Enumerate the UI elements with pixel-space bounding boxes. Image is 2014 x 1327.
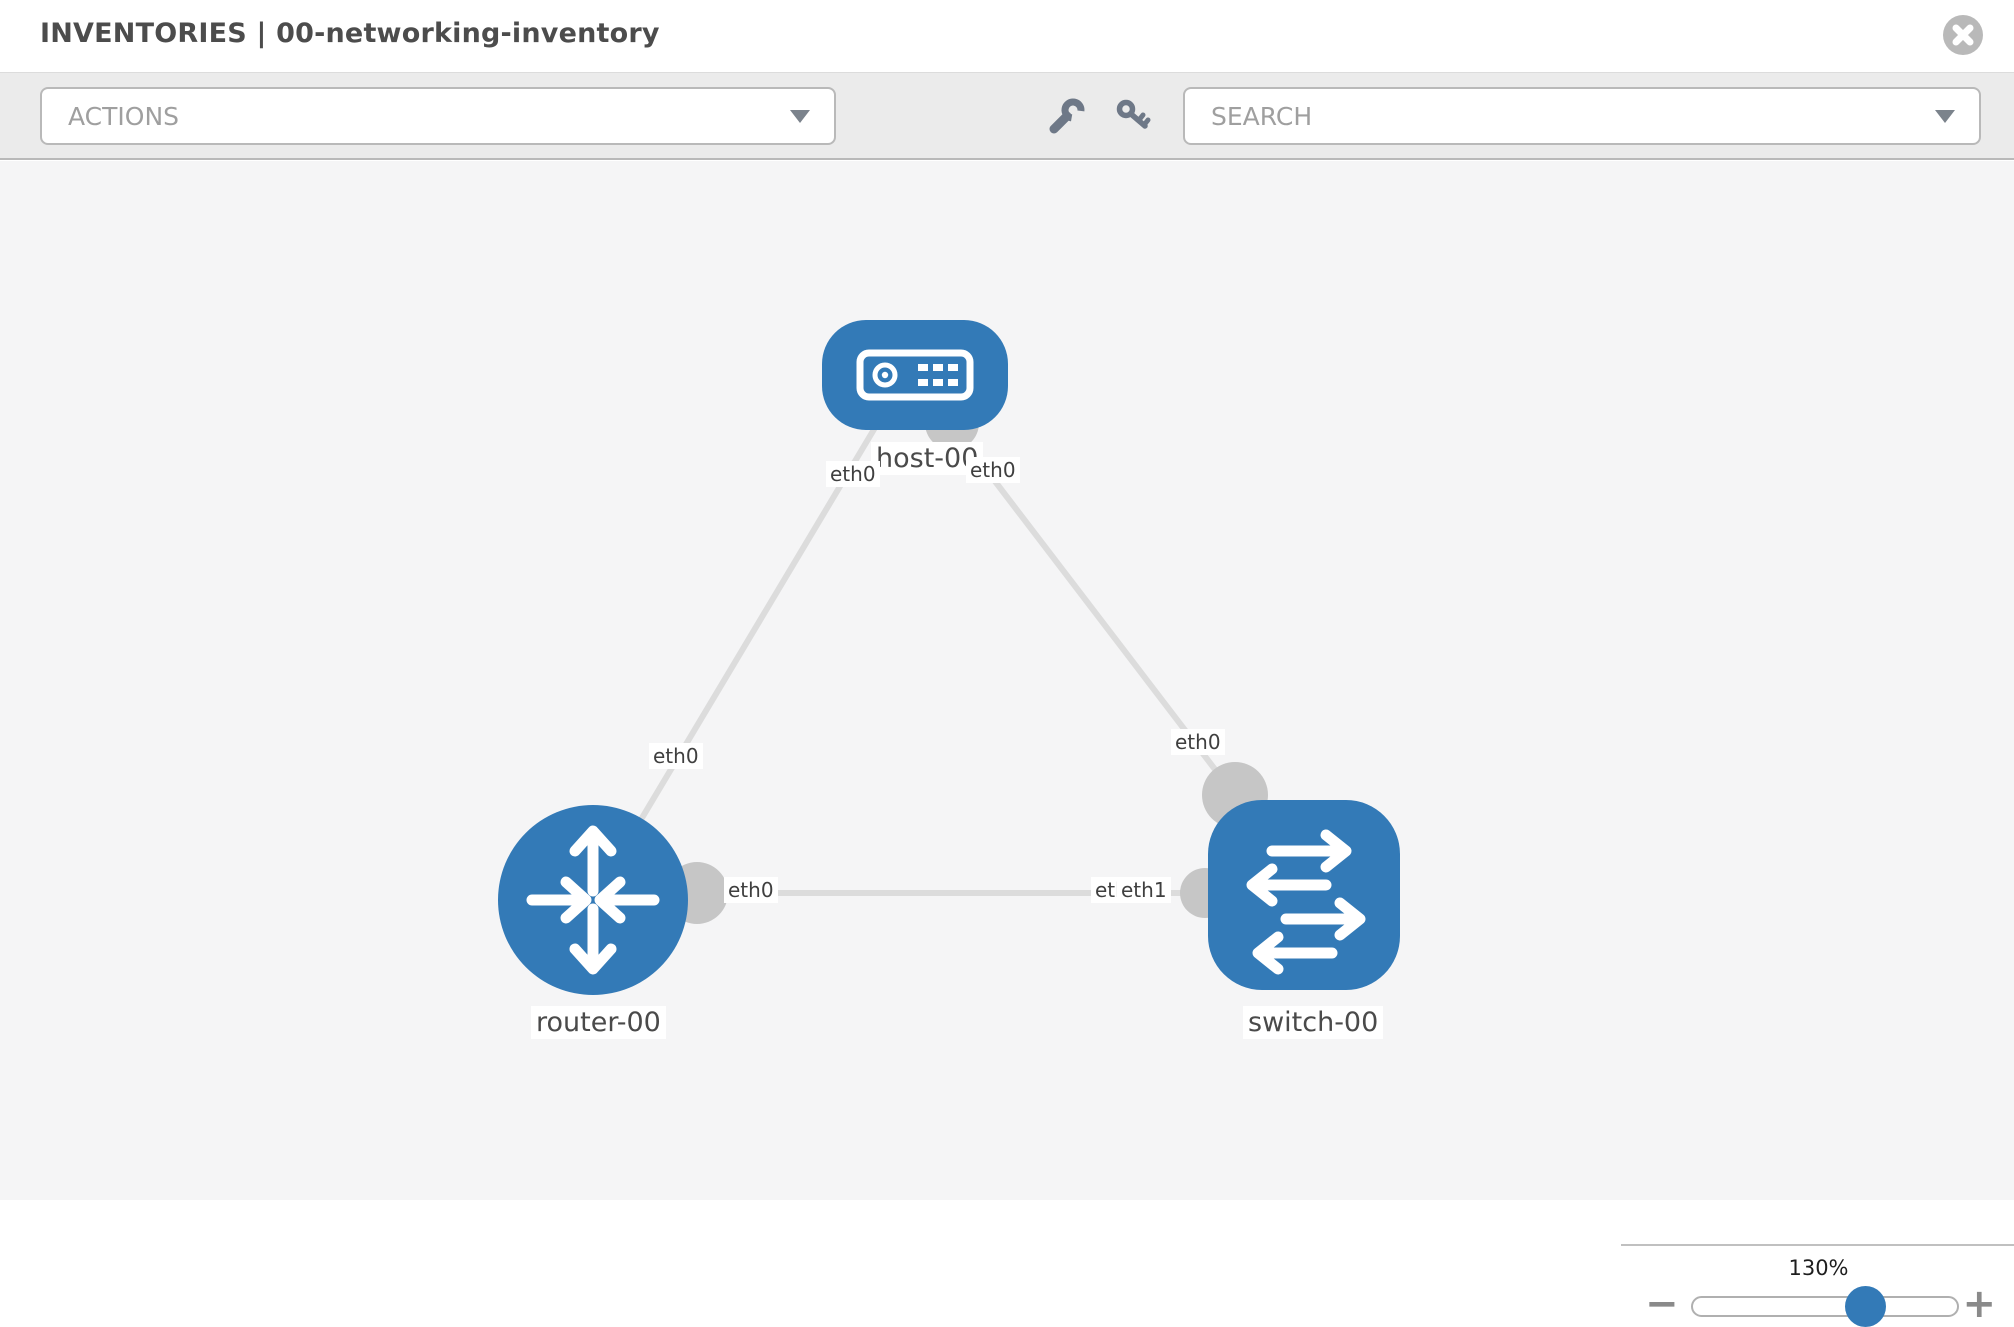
links-layer xyxy=(590,396,1268,924)
zoom-slider-track[interactable] xyxy=(1691,1296,1959,1317)
iface-label-router-eth0-up: eth0 xyxy=(649,743,703,769)
switch-icon xyxy=(1246,829,1366,975)
toolbar: ACTIONS SEARCH xyxy=(0,72,2014,160)
close-icon xyxy=(1943,15,1983,55)
node-label-host: host-00 xyxy=(871,442,984,475)
iface-label-router-eth0-right: eth0 xyxy=(724,877,778,903)
node-label-router: router-00 xyxy=(531,1006,666,1039)
iface-label-switch-eth0: eth0 xyxy=(1171,729,1225,755)
node-switch-00[interactable] xyxy=(1208,800,1400,990)
node-label-switch: switch-00 xyxy=(1243,1006,1384,1039)
actions-dropdown[interactable]: ACTIONS xyxy=(40,87,836,145)
node-host-00[interactable] xyxy=(822,320,1008,430)
iface-label-host-eth0-right: eth0 xyxy=(966,457,1020,483)
router-icon xyxy=(526,825,660,975)
caret-down-icon xyxy=(1935,110,1955,123)
key-button[interactable] xyxy=(1114,97,1154,137)
zoom-in-button[interactable]: + xyxy=(1962,1281,1996,1327)
iface-label-host-eth0-left: eth0 xyxy=(826,461,880,487)
host-icon xyxy=(856,349,974,401)
wrench-button[interactable] xyxy=(1046,97,1086,137)
zoom-level-value: 130% xyxy=(1788,1256,1849,1280)
actions-dropdown-label: ACTIONS xyxy=(68,101,180,131)
node-router-00[interactable] xyxy=(498,805,688,995)
wrench-icon xyxy=(1049,98,1085,134)
zoom-panel: 130% − + xyxy=(1621,1244,2014,1327)
search-dropdown-label: SEARCH xyxy=(1211,101,1313,131)
page-title: INVENTORIES | 00-networking-inventory xyxy=(40,18,660,49)
iface-label-switch-eth1: eth1 xyxy=(1117,877,1171,903)
zoom-slider-thumb[interactable] xyxy=(1845,1286,1886,1327)
zoom-out-button[interactable]: − xyxy=(1645,1281,1679,1327)
close-button[interactable] xyxy=(1942,14,1984,56)
topology-canvas[interactable]: host-00 router-00 switch-00 eth0 eth0 et… xyxy=(0,161,2014,1327)
search-dropdown[interactable]: SEARCH xyxy=(1183,87,1981,145)
key-icon xyxy=(1116,99,1151,129)
caret-down-icon xyxy=(790,110,810,123)
header: INVENTORIES | 00-networking-inventory xyxy=(0,0,2014,72)
